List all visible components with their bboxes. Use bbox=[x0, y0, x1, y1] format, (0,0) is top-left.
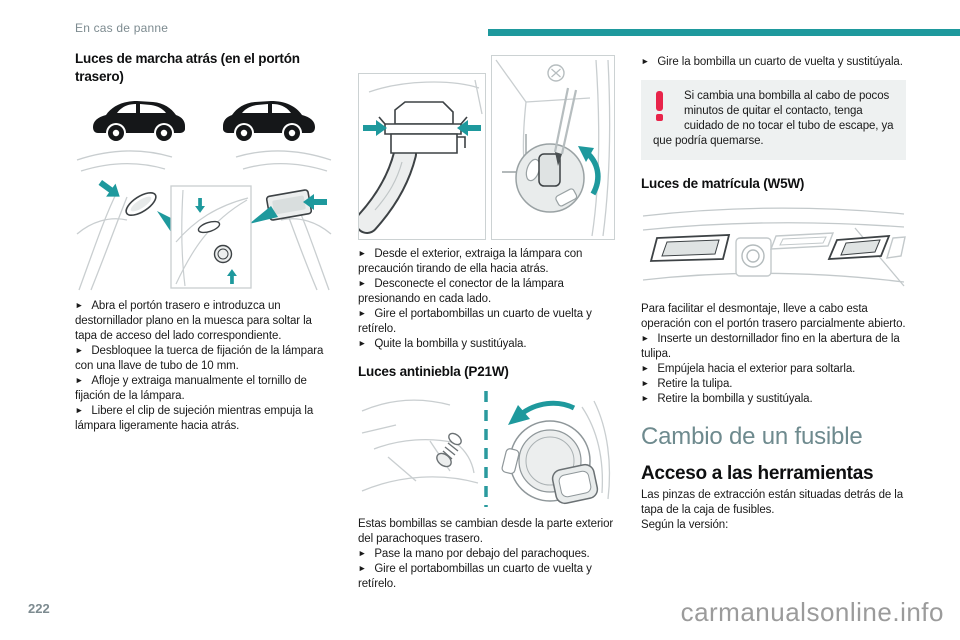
instruction-step: ►Inserte un destornillador fino en la ab… bbox=[641, 332, 900, 360]
running-header: En cas de panne bbox=[75, 21, 169, 35]
teal-arrow-icon bbox=[457, 120, 481, 136]
car-silhouette-icon bbox=[93, 101, 185, 142]
instruction-step: ►Desconecte el conector de la lámpara pr… bbox=[358, 278, 564, 305]
plate-lights-illustration bbox=[641, 200, 906, 290]
instruction-step: ►Afloje y extraiga manualmente el tornil… bbox=[75, 375, 307, 403]
plate-lights-steps: ►Inserte un destornillador fino en la ab… bbox=[641, 332, 906, 407]
step-arrow: ► bbox=[641, 332, 650, 343]
column-2: ►Desde el exterior, extraiga la lámpara … bbox=[358, 55, 615, 592]
lamp-removal-steps: ►Desde el exterior, extraiga la lámpara … bbox=[358, 247, 614, 352]
instruction-step: ►Retire la tulipa. bbox=[641, 377, 733, 390]
heading-tools-access: Acceso a las herramientas bbox=[641, 463, 874, 485]
step-arrow: ► bbox=[75, 405, 84, 416]
instruction-step: ►Desde el exterior, extraiga la lámpara … bbox=[358, 248, 583, 275]
plate-lights-intro: Para facilitar el desmontaje, lleve a ca… bbox=[641, 302, 906, 330]
teal-arrow-icon bbox=[95, 176, 125, 204]
instruction-step: ►Pase la mano por debajo del parachoques… bbox=[358, 547, 590, 560]
fog-lights-illustration bbox=[358, 389, 614, 511]
step-arrow: ► bbox=[75, 345, 84, 356]
watermark: carmanualsonline.info bbox=[680, 597, 944, 627]
reversing-lights-steps: ►Abra el portón trasero e introduzca un … bbox=[75, 299, 333, 434]
section-divider-bar bbox=[488, 29, 960, 36]
warning-exclamation-icon bbox=[656, 91, 669, 121]
instruction-step: ►Gire la bombilla un cuarto de vuelta y … bbox=[641, 56, 903, 68]
step-arrow: ► bbox=[358, 278, 367, 288]
step-arrow: ► bbox=[358, 547, 367, 558]
connector-illustration bbox=[358, 73, 486, 240]
tools-access-text: Las pinzas de extracción están situadas … bbox=[641, 489, 904, 517]
column-3: ►Gire la bombilla un cuarto de vuelta y … bbox=[641, 55, 906, 533]
instruction-step: ►Empújela hacia el exterior para soltarl… bbox=[641, 362, 856, 375]
warning-box: Si cambia una bombilla al cabo de pocos … bbox=[641, 80, 906, 160]
instruction-step: ►Retire la bombilla y sustitúyala. bbox=[641, 392, 813, 405]
column-1: Luces de marcha atrás (en el portón tras… bbox=[75, 50, 333, 434]
bulb-holder-illustration bbox=[491, 55, 615, 240]
teal-arrow-icon bbox=[363, 120, 387, 136]
rotate-arrow-icon bbox=[508, 404, 530, 425]
heading-plate-lights: Luces de matrícula (W5W) bbox=[641, 176, 805, 191]
reversing-lights-location-illustration bbox=[75, 94, 333, 292]
step-arrow: ► bbox=[358, 248, 367, 258]
instruction-step: ►Desbloquee la tuerca de fijación de la … bbox=[75, 345, 324, 373]
instruction-step: ►Quite la bombilla y sustitúyala. bbox=[358, 338, 527, 350]
step-arrow: ► bbox=[358, 308, 367, 318]
step-arrow: ► bbox=[358, 562, 367, 573]
tools-access-version-text: Según la versión: bbox=[641, 519, 729, 532]
reversing-lights-illustration-svg bbox=[76, 101, 332, 291]
step-arrow: ► bbox=[641, 362, 650, 373]
instruction-step: ►Libere el clip de sujeción mientras emp… bbox=[75, 405, 314, 433]
page-number: 222 bbox=[28, 601, 50, 616]
step-arrow: ► bbox=[641, 377, 650, 388]
heading-fog-lights: Luces antiniebla (P21W) bbox=[358, 364, 509, 379]
rotate-arrow-icon bbox=[578, 146, 594, 162]
step-arrow: ► bbox=[75, 375, 84, 386]
warning-text: Si cambia una bombilla al cabo de pocos … bbox=[653, 90, 894, 147]
car-silhouette-icon bbox=[223, 101, 315, 142]
instruction-step: ►Abra el portón trasero e introduzca un … bbox=[75, 300, 312, 343]
lamp-removal-illustrations bbox=[358, 55, 615, 240]
fog-lights-intro: Estas bombillas se cambian desde la part… bbox=[358, 517, 614, 545]
heading-reversing-lights: Luces de marcha atrás (en el portón tras… bbox=[75, 51, 300, 84]
section-heading-fuse-change: Cambio de un fusible bbox=[641, 422, 863, 450]
instruction-step: ►Gire el portabombillas un cuarto de vue… bbox=[358, 308, 592, 335]
instruction-step: ►Gire el portabombillas un cuarto de vue… bbox=[358, 562, 592, 590]
step-arrow: ► bbox=[641, 392, 650, 403]
step-arrow: ► bbox=[641, 56, 650, 66]
step-arrow: ► bbox=[358, 338, 367, 348]
fog-lights-text: Estas bombillas se cambian desde la part… bbox=[358, 517, 614, 592]
step-arrow: ► bbox=[75, 300, 84, 311]
rear-camera-icon bbox=[735, 236, 772, 277]
